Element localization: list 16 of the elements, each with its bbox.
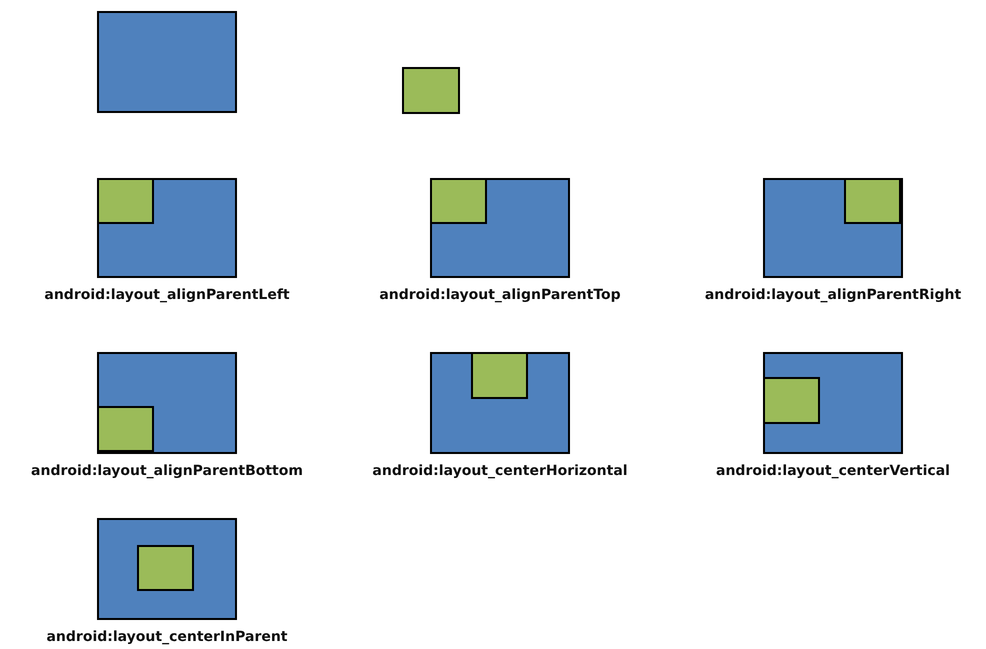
attribute-label: android:layout_centerVertical	[715, 462, 951, 480]
parent-layout-box	[97, 11, 237, 113]
attribute-label: android:layout_alignParentLeft	[43, 286, 291, 304]
child-view-box	[97, 178, 154, 224]
child-view-box	[137, 545, 194, 591]
child-view-box	[763, 377, 820, 424]
child-view-box	[471, 352, 528, 399]
child-view-box	[844, 178, 901, 224]
attribute-label: android:layout_alignParentBottom	[30, 462, 304, 480]
child-view-box	[430, 178, 487, 224]
attribute-label: android:layout_centerHorizontal	[371, 462, 629, 480]
child-view-box	[97, 406, 154, 452]
parent-layout-box	[402, 67, 460, 114]
attribute-label: android:layout_centerInParent	[45, 628, 288, 646]
attribute-label: android:layout_alignParentTop	[378, 286, 622, 304]
attribute-label: android:layout_alignParentRight	[704, 286, 962, 304]
